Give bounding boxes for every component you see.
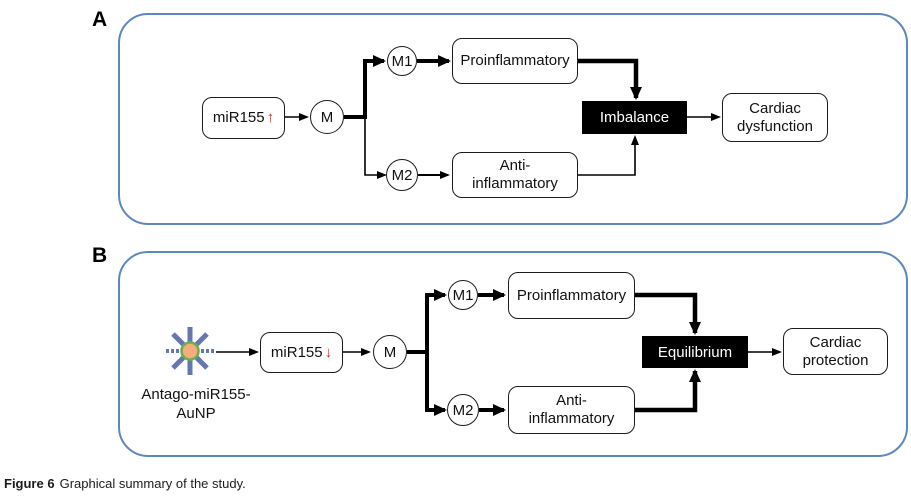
mir155-up-box: miR155 ↑ <box>202 97 285 139</box>
up-arrow-icon: ↑ <box>266 109 275 126</box>
down-arrow-icon: ↓ <box>324 343 333 361</box>
nanoparticle-caption-line2: AuNP <box>176 404 216 422</box>
equilibrium-box: Equilibrium <box>642 336 748 368</box>
panel-a-frame <box>118 13 908 225</box>
cardiac-protection-line2: protection <box>802 351 869 369</box>
panel-b-label: B <box>92 244 108 267</box>
cardiac-protection-box: Cardiac protection <box>783 328 888 375</box>
proinflammatory-box-b: Proinflammatory <box>508 272 635 319</box>
mir155-label-b: miR155 <box>270 343 323 361</box>
nanoparticle-caption-line1: Antago-miR155- <box>141 386 251 403</box>
m2-node-a: M2 <box>386 159 418 191</box>
m1-node-b: M1 <box>448 280 478 310</box>
antiinflammatory-box-a: Anti- inflammatory <box>452 152 578 198</box>
m1-node-a: M1 <box>387 46 417 76</box>
imbalance-box: Imbalance <box>582 101 687 134</box>
m2-node-b: M2 <box>447 394 479 426</box>
antiinflammatory-label-line2-a: inflammatory <box>472 175 558 192</box>
macrophage-node-b: M <box>373 335 407 369</box>
macrophage-node-a: M <box>310 100 344 134</box>
mir155-down-box: miR155 ↓ <box>260 332 343 373</box>
antiinflammatory-label-line1-b: Anti- <box>556 392 587 409</box>
cardiac-dysfunction-box: Cardiac dysfunction <box>722 93 828 142</box>
figure-caption-text: Graphical summary of the study. <box>59 476 246 491</box>
cardiac-protection-line1: Cardiac <box>809 333 862 351</box>
antiinflammatory-label-line1-a: Anti- <box>499 157 531 174</box>
gold-core <box>180 341 200 361</box>
antiinflammatory-label-line2-b: inflammatory <box>528 410 615 427</box>
figure-caption-number: Figure 6 <box>4 476 55 491</box>
proinflammatory-label-b: Proinflammatory <box>516 286 627 304</box>
cardiac-dysfunction-line2: dysfunction <box>737 117 813 135</box>
panel-b-frame <box>118 251 908 457</box>
panel-a-label: A <box>92 8 108 31</box>
figure-caption: Figure 6 Graphical summary of the study. <box>4 476 246 491</box>
proinflammatory-box-a: Proinflammatory <box>452 38 578 84</box>
proinflammatory-label-a: Proinflammatory <box>460 52 570 69</box>
cardiac-dysfunction-line1: Cardiac <box>749 99 801 117</box>
mir155-label: miR155 <box>212 109 265 126</box>
nanoparticle-caption: Antago-miR155- AuNP <box>128 386 264 424</box>
antiinflammatory-box-b: Anti- inflammatory <box>508 386 635 434</box>
aunp-nanoparticle-icon <box>166 327 214 375</box>
